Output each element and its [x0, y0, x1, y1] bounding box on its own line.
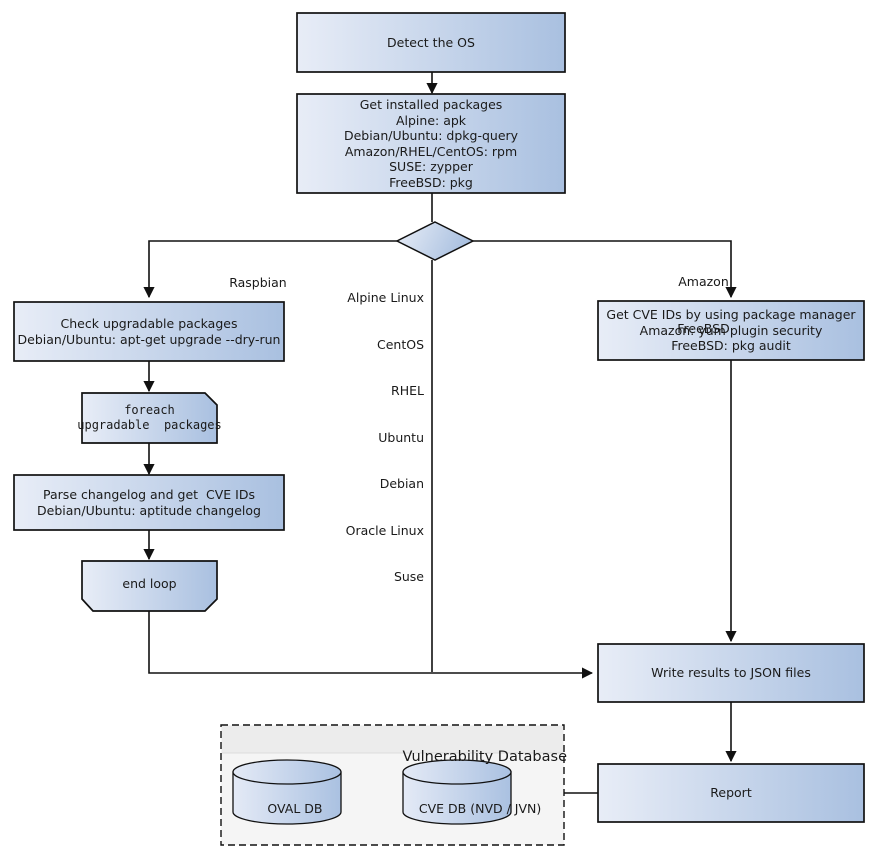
os-list-item-3: RHEL — [391, 383, 424, 398]
node-check-upgradable — [13, 301, 285, 362]
edge-label-amazon-freebsd: Amazon FreeBSD — [621, 243, 786, 367]
cve-db-text: CVE DB (NVD / JVN) — [418, 801, 542, 816]
node-end-loop — [81, 560, 218, 612]
os-list-item-5: Debian — [379, 476, 424, 491]
os-list-item-1: Alpine Linux — [347, 290, 424, 305]
node-get-cve-ids — [597, 300, 865, 361]
node-get-installed-packages — [296, 93, 566, 194]
amazon-text: Amazon — [678, 274, 729, 289]
node-detect-os — [296, 12, 566, 73]
node-os-decision — [395, 221, 475, 261]
node-report — [597, 763, 865, 823]
oval-db-text: OVAL DB — [267, 801, 323, 816]
vulnerability-database-title: Vulnerability Database — [229, 730, 567, 784]
cve-db-cylinder — [402, 759, 512, 825]
edge-decision-left — [143, 240, 397, 299]
node-foreach-loop — [81, 392, 218, 444]
freebsd-text: FreeBSD — [677, 320, 730, 336]
node-write-results — [597, 643, 865, 703]
oval-db-label: OVAL DB — [233, 786, 341, 831]
cve-db-label: CVE DB (NVD / JVN) — [403, 786, 541, 831]
os-list-item-6: Oracle Linux — [345, 522, 424, 538]
os-list-item-2: CentOS — [376, 336, 424, 352]
edge-decision-right — [473, 240, 737, 299]
raspbian-text: Raspbian — [229, 274, 287, 290]
edge-label-raspbian: Raspbian — [150, 259, 350, 306]
edge-label-os-list: Alpine Linux CentOS RHEL Ubuntu Debian O… — [259, 259, 424, 616]
os-list-item-4: Ubuntu — [378, 429, 424, 445]
edge-endloop-to-write — [148, 611, 594, 679]
node-parse-changelog — [13, 474, 285, 531]
os-list-item-7: Suse — [393, 569, 424, 584]
group-title-text: Vulnerability Database — [402, 749, 567, 765]
oval-db-cylinder — [232, 759, 342, 825]
